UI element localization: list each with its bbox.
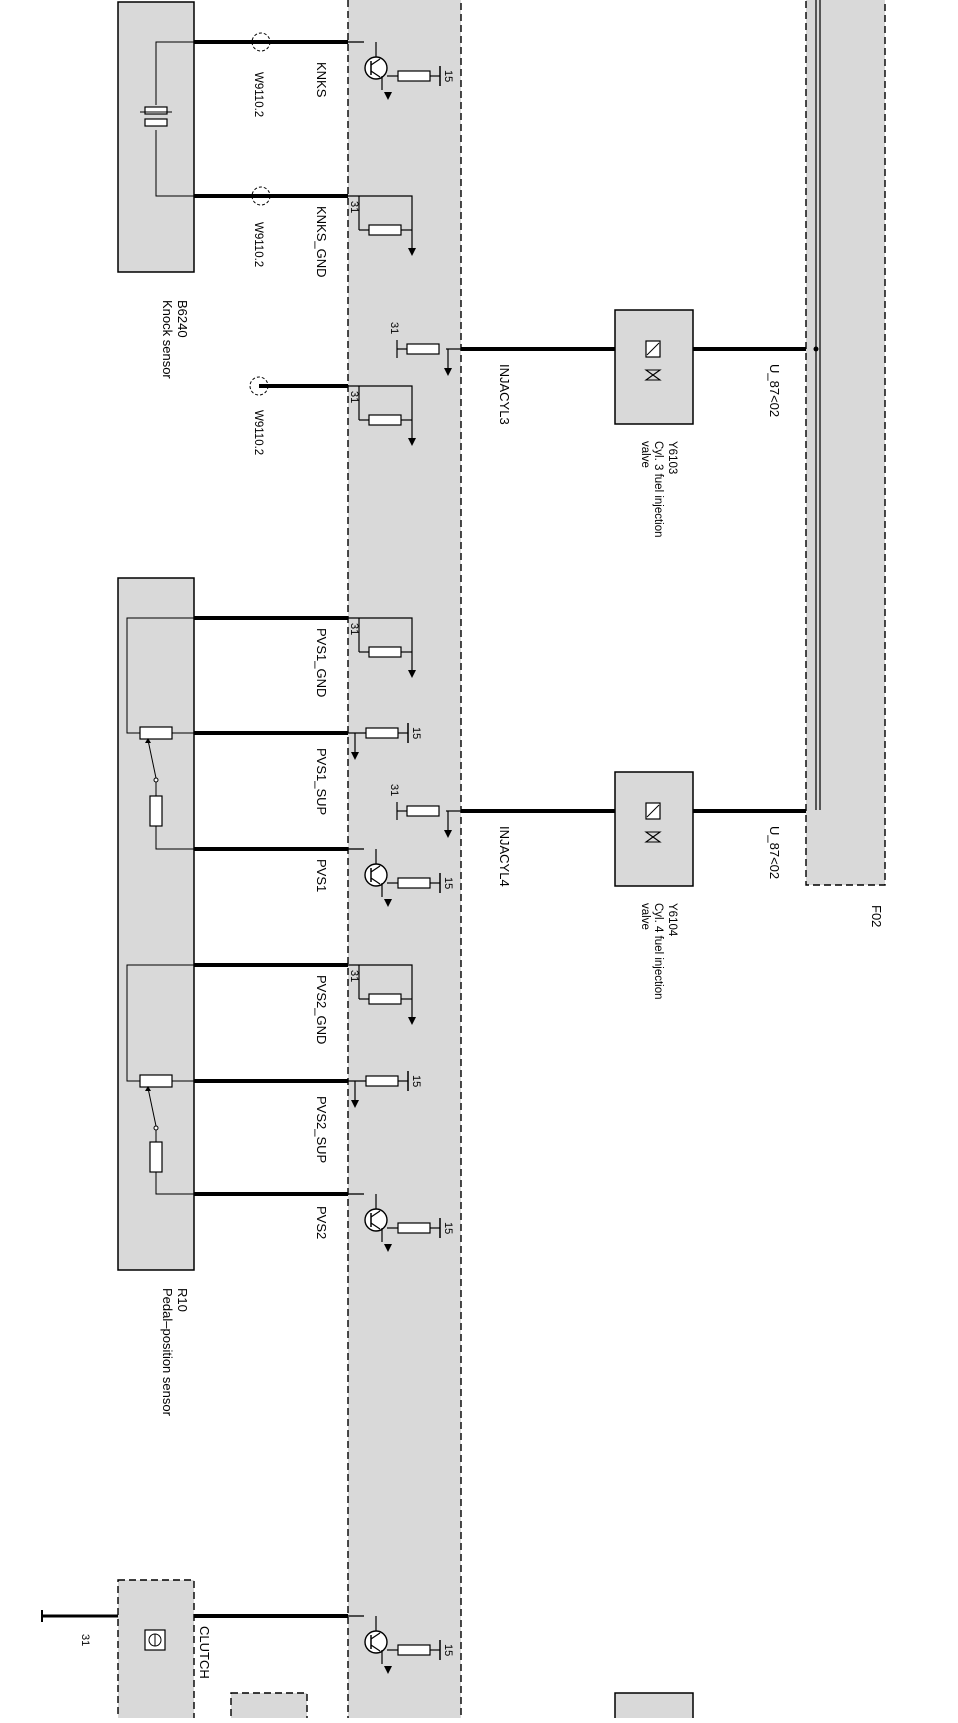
y6103-name2: valve — [639, 441, 651, 468]
f02-label: F02 — [869, 905, 884, 927]
b6240-name: Knock sensor — [160, 300, 175, 379]
signal-pvs2-gnd: PVS2_GND — [314, 975, 329, 1044]
potentiometer-icon — [139, 1074, 173, 1088]
signal-pvs2: PVS2 — [314, 1206, 329, 1239]
pin-31: 31 — [348, 201, 360, 213]
signal-u87-a: U_87<02 — [767, 364, 782, 417]
pin-15: 15 — [442, 70, 454, 82]
f02-block — [805, 0, 886, 886]
signal-pvs2-sup: PVS2_SUP — [314, 1096, 329, 1163]
pin-31: 31 — [79, 1634, 91, 1646]
shield-ref-2: W9110.2 — [252, 222, 264, 267]
r10-code: R10 — [175, 1288, 190, 1312]
signal-pvs1-sup: PVS1_SUP — [314, 748, 329, 815]
signal-injacyl4: INJACYL4 — [497, 826, 512, 887]
shield-icon — [249, 376, 269, 396]
valve-icon — [644, 831, 662, 843]
pin-31: 31 — [348, 391, 360, 403]
pin-15: 15 — [442, 877, 454, 889]
adjacent-component-box — [230, 1692, 308, 1723]
shield-ref-1: W9110.2 — [252, 72, 264, 117]
shield-icon — [251, 186, 271, 206]
clutch-switch-box — [117, 1579, 195, 1723]
valve-icon — [644, 369, 662, 381]
pin-31: 31 — [348, 970, 360, 982]
y6104-name2: valve — [639, 903, 651, 930]
y6104-code: Y6104 — [666, 903, 678, 937]
b6240-code: B6240 — [175, 300, 190, 338]
signal-pvs1-gnd: PVS1_GND — [314, 628, 329, 697]
injector-y6103-box — [614, 309, 694, 425]
pin-15: 15 — [442, 1222, 454, 1234]
r10-name: Pedal–position sensor — [160, 1288, 175, 1417]
y6104-name: Cyl. 4 fuel injection — [652, 903, 664, 1000]
potentiometer-icon — [139, 726, 173, 740]
injector-partial-box — [614, 1692, 694, 1723]
injector-y6104-box — [614, 771, 694, 887]
piezo-element-icon — [144, 106, 168, 115]
pin-15: 15 — [410, 727, 422, 739]
y6103-name: Cyl. 3 fuel injection — [652, 441, 664, 538]
signal-knks-gnd: KNKS_GND — [314, 206, 329, 278]
y6103-code: Y6103 — [666, 441, 678, 474]
pedal-sensor-box — [117, 577, 195, 1271]
pin-31: 31 — [348, 623, 360, 635]
signal-u87-b: U_87<02 — [767, 826, 782, 879]
shield-ref-3: W9110.2 — [252, 410, 264, 455]
pin-15: 15 — [442, 1644, 454, 1656]
signal-pvs1: PVS1 — [314, 859, 329, 892]
pin-31: 31 — [388, 322, 400, 334]
signal-injacyl3: INJACYL3 — [497, 364, 512, 425]
pin-31: 31 — [388, 784, 400, 796]
ecu-block — [347, 0, 462, 1723]
signal-knks: KNKS — [314, 62, 329, 98]
signal-clutch: CLUTCH — [197, 1626, 212, 1679]
pin-15: 15 — [410, 1075, 422, 1087]
shield-icon — [251, 32, 271, 52]
